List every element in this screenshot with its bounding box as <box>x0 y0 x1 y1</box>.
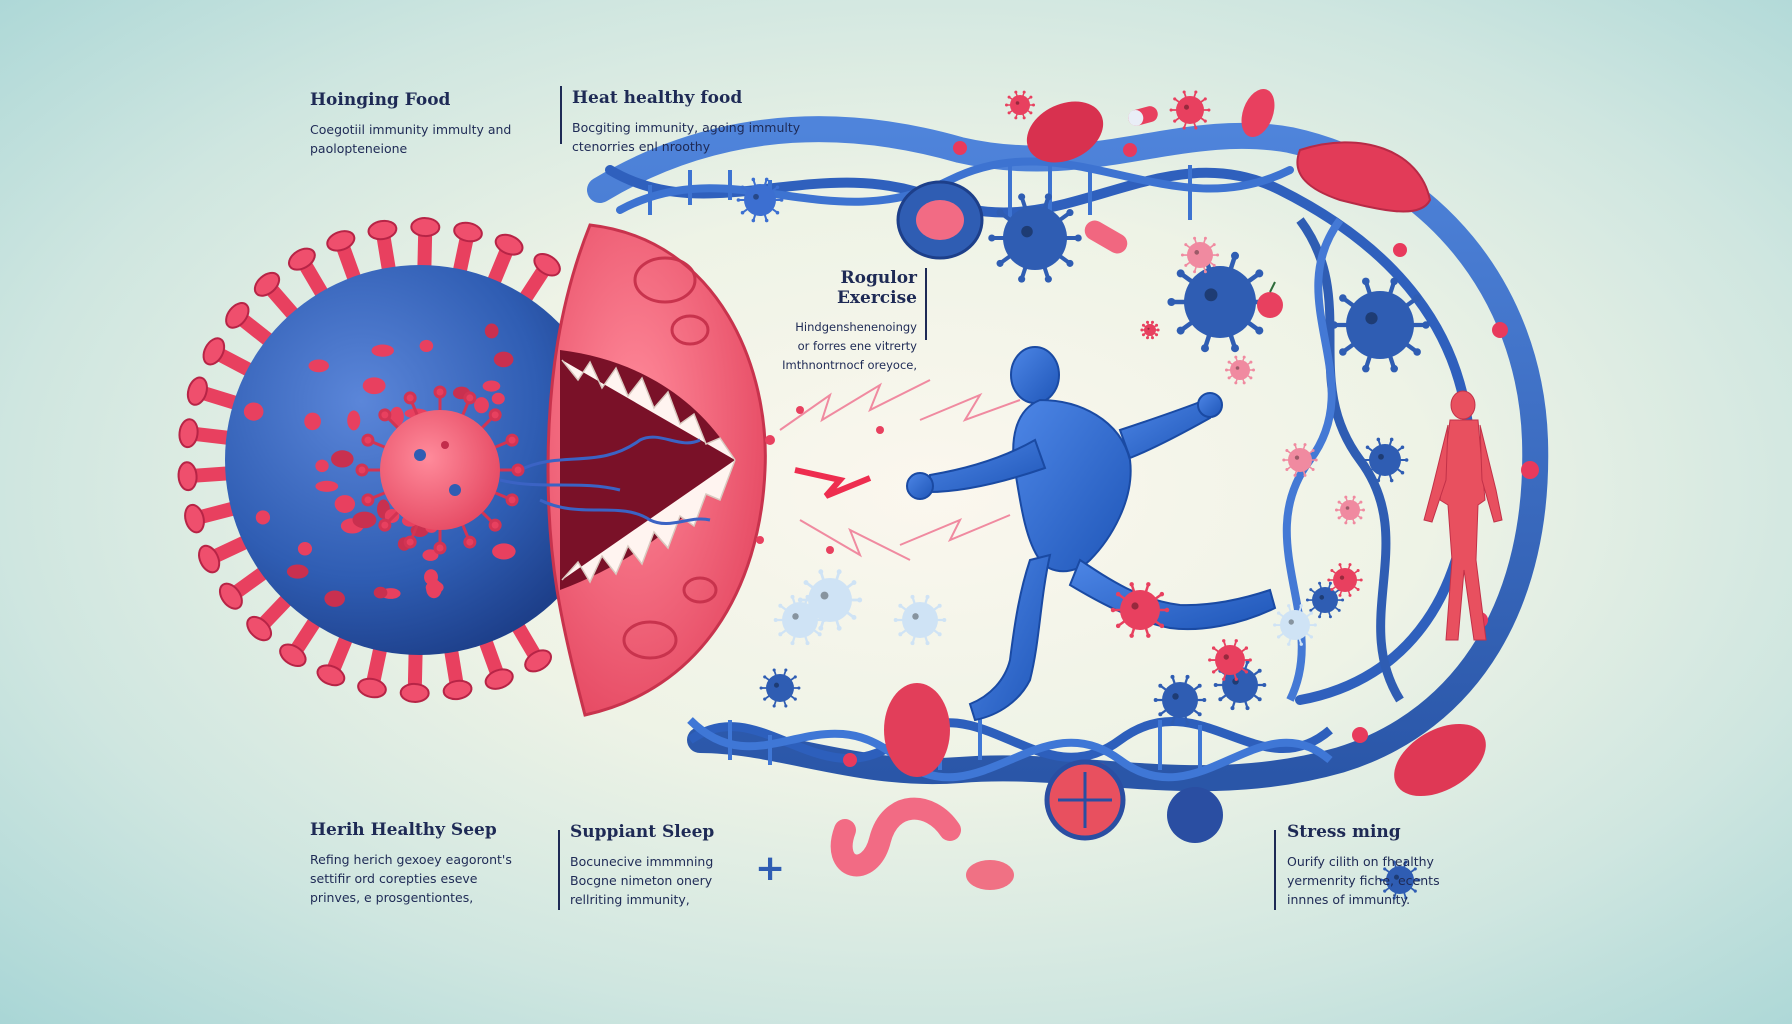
macrophage-mouth-icon <box>499 223 767 717</box>
germ-icon <box>1335 495 1365 525</box>
germ-icon <box>1153 674 1207 726</box>
panel-line: paolopteneione <box>310 141 408 156</box>
germ-icon <box>1379 860 1421 900</box>
divider <box>558 830 560 910</box>
germ-icon <box>736 177 784 223</box>
germ-icon <box>797 569 863 631</box>
panel-line: Bocgiting immunity, agoing immulty <box>572 120 801 135</box>
panel-line: yermenrity fiche, ecents <box>1287 873 1440 888</box>
plus-icon: + <box>755 848 785 889</box>
panel-line: innnes of immunity. <box>1287 892 1411 907</box>
germ-icon <box>1213 659 1267 711</box>
panel-line: Coegotiil immunity immulty and <box>310 122 512 137</box>
germ-icon <box>1361 437 1409 483</box>
divider <box>1274 830 1276 910</box>
panel-heading: Herih Healthy Seep <box>310 820 497 840</box>
panel-line: or forres ene vitrerty <box>797 339 917 353</box>
germ-icon <box>1180 236 1220 274</box>
panel-line: Bocunecive immmning <box>570 854 714 869</box>
panel-line: Bocgne nimeton onery <box>570 873 713 888</box>
lightning-icon <box>756 379 1021 561</box>
germ-icon <box>893 594 947 646</box>
germ-icon <box>1282 443 1318 477</box>
panel-suppiant-sleep: Suppiant Sleep Bocunecive immmning Bocgn… <box>570 822 770 909</box>
organ-shapes <box>830 88 1486 877</box>
panel-line: prinves, e prosgentiontes, <box>310 890 474 905</box>
small-virus-icon <box>355 385 525 555</box>
panel-heat-healthy-food: Heat healthy food Bocgiting immunity, ag… <box>572 88 842 156</box>
germ-icon <box>1273 604 1317 646</box>
germ-icon <box>1005 90 1035 120</box>
germ-icon <box>1305 581 1345 619</box>
germ-icon <box>1167 251 1273 353</box>
panel-hoinging-food: Hoinging Food Coegotiil immunity immulty… <box>310 90 540 158</box>
germ-icon <box>1330 277 1430 373</box>
panel-herih-healthy-seep: Herih Healthy Seep Refing herich gexoey … <box>310 820 550 907</box>
divider <box>560 86 562 144</box>
panel-line: Ourify cilith on fhealthy <box>1287 854 1434 869</box>
divider <box>925 268 927 340</box>
apple-icon <box>1257 281 1283 318</box>
panel-heading: Stress ming <box>1287 822 1401 842</box>
germ-icon <box>1169 90 1211 130</box>
human-figure-icon <box>1423 390 1503 641</box>
germ-icon <box>1327 563 1363 597</box>
panel-line: ctenorries enl nroothy <box>572 139 711 154</box>
germ-icon <box>759 668 801 708</box>
pill-icon <box>966 106 1158 890</box>
germ-icon <box>773 594 827 646</box>
germ-icon <box>1110 582 1170 638</box>
panel-line: Imthnontrnocf oreyoce, <box>782 358 917 372</box>
panel-heading: Heat healthy food <box>572 88 743 108</box>
dna-helix-icon <box>587 116 1549 792</box>
germ-icon <box>1208 639 1252 681</box>
panel-heading: Suppiant Sleep <box>570 822 715 842</box>
panel-rogulor-exercise: Rogulor Exercise Hindgenshenenoingy or f… <box>757 268 917 375</box>
panel-line: settifir ord corepties eseve <box>310 871 478 886</box>
germ-icon <box>1225 355 1255 385</box>
germ-icon <box>988 193 1082 283</box>
germ-icon <box>1140 320 1160 340</box>
panel-heading: Hoinging Food <box>310 90 451 110</box>
panel-heading: Rogulor Exercise <box>836 268 917 308</box>
panel-stress-ming: Stress ming Ourify cilith on fhealthy ye… <box>1287 822 1487 909</box>
panel-line: Hindgenshenenoingy <box>795 320 917 334</box>
runner-figure-icon <box>906 346 1277 722</box>
panel-line: Refing herich gexoey eagoront's <box>310 852 512 867</box>
panel-line: rellriting immunity, <box>570 892 690 907</box>
